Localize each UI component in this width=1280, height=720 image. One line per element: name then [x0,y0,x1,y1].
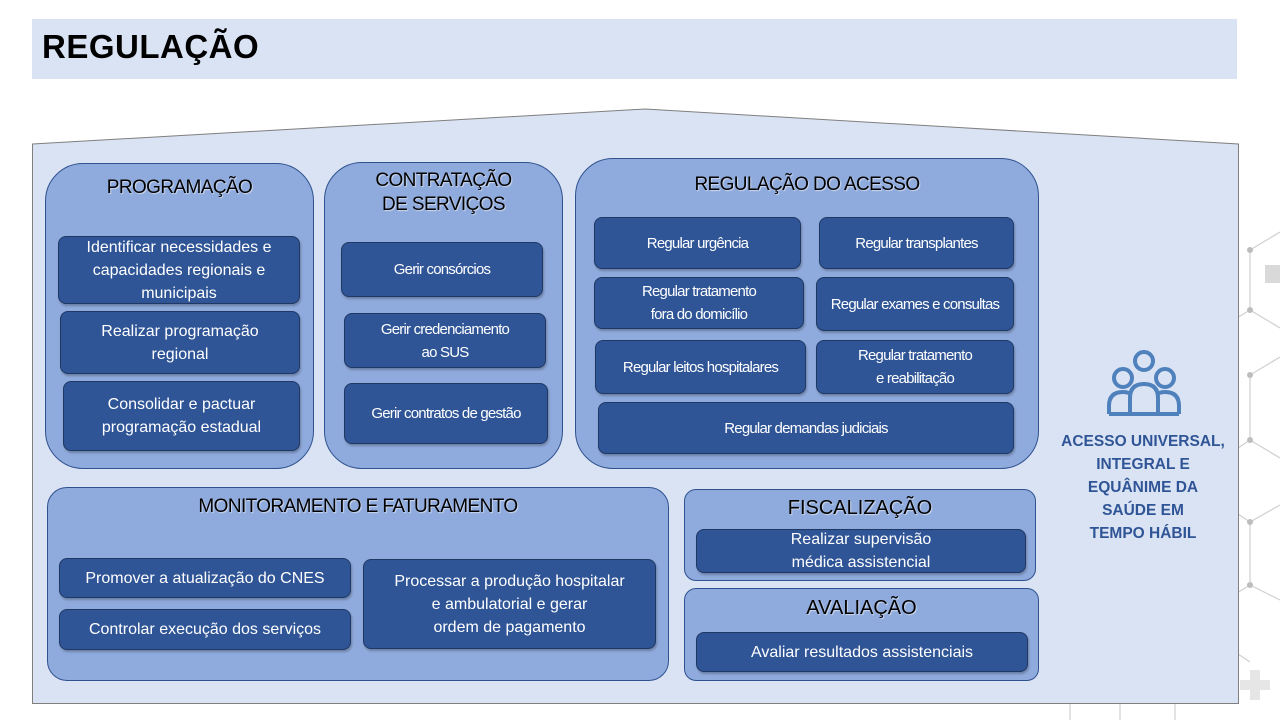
processar-producao-button[interactable]: Processar a produção hospitalar e ambula… [363,559,656,649]
consolidar-pactuar-button[interactable]: Consolidar e pactuar programação estadua… [63,381,300,451]
avaliacao-panel: AVALIAÇÃO Avaliar resultados assistencia… [684,588,1039,681]
realizar-supervisao-button[interactable]: Realizar supervisão médica assistencial [696,529,1026,573]
people-group-icon [1107,350,1181,416]
programacao-panel: PROGRAMAÇÃO Identificar necessidades e c… [45,163,314,469]
contratacao-panel: CONTRATAÇÃO DE SERVIÇOS Gerir consórcios… [324,162,563,469]
regular-transplantes-button[interactable]: Regular transplantes [819,217,1014,269]
regulacao-acesso-title: REGULAÇÃO DO ACESSO [694,174,920,195]
controlar-execucao-button[interactable]: Controlar execução dos serviços [59,609,351,650]
fiscalizacao-title: FISCALIZAÇÃO [787,497,933,519]
regular-demandas-judiciais-button[interactable]: Regular demandas judiciais [598,402,1014,454]
promover-cnes-button[interactable]: Promover a atualização do CNES [59,558,351,598]
regular-leitos-button[interactable]: Regular leitos hospitalares [595,340,806,394]
page-title: REGULAÇÃO [42,28,260,65]
contratacao-title: CONTRATAÇÃO DE SERVIÇOS [375,170,512,215]
regular-tfd-button[interactable]: Regular tratamento fora do domicílio [594,277,804,329]
avaliar-resultados-button[interactable]: Avaliar resultados assistenciais [696,632,1028,672]
programacao-title: PROGRAMAÇÃO [106,177,253,198]
identificar-necessidades-button[interactable]: Identificar necessidades e capacidades r… [58,236,300,304]
fiscalizacao-panel: FISCALIZAÇÃO Realizar supervisão médica … [684,489,1036,581]
regular-reabilitacao-button[interactable]: Regular tratamento e reabilitação [816,340,1014,394]
title-bar: REGULAÇÃO [32,19,1237,79]
regulacao-acesso-panel: REGULAÇÃO DO ACESSO Regular urgência Reg… [575,158,1039,469]
goal-text: ACESSO UNIVERSAL, INTEGRAL E EQUÂNIME DA… [1061,433,1225,542]
avaliacao-title: AVALIAÇÃO [806,597,917,619]
gerir-consorcios-button[interactable]: Gerir consórcios [341,242,543,297]
regular-urgencia-button[interactable]: Regular urgência [594,217,801,269]
monitoramento-panel: MONITORAMENTO E FATURAMENTO Promover a a… [47,487,669,681]
gerir-credenciamento-button[interactable]: Gerir credenciamento ao SUS [344,313,546,368]
regular-exames-button[interactable]: Regular exames e consultas [816,277,1014,331]
realizar-programacao-button[interactable]: Realizar programação regional [60,311,300,374]
gerir-contratos-button[interactable]: Gerir contratos de gestão [344,383,548,444]
monitoramento-title: MONITORAMENTO E FATURAMENTO [198,496,518,517]
